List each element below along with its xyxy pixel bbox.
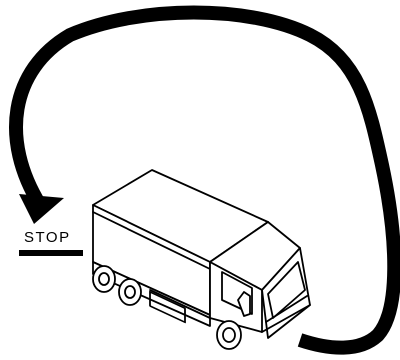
truck-rear-wheel-1 [93, 266, 115, 292]
truck-icon [93, 170, 310, 349]
truck-rear-wheel-2 [119, 279, 141, 305]
truck-front-wheel [217, 321, 241, 349]
stop-label: STOP [24, 230, 71, 245]
stop-line [19, 250, 83, 256]
route-arrowhead [19, 194, 64, 224]
